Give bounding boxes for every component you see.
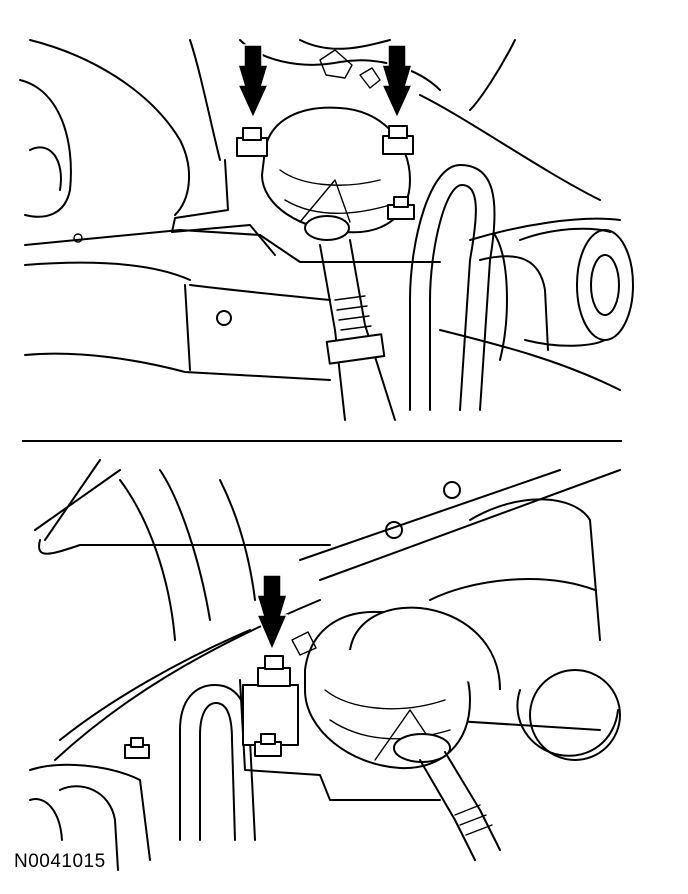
bolt-lower-top [257, 655, 291, 687]
bolt-lower-left [124, 737, 150, 759]
lower-panel [29, 459, 621, 871]
bolt-upper-right [382, 125, 414, 155]
figure-id: N0041015 [14, 851, 106, 872]
bolt-lower-bottom [254, 733, 282, 757]
arrow-icon [380, 44, 414, 120]
bolt-upper-lower [387, 196, 415, 220]
bolt-upper-left [236, 127, 268, 157]
arrow-icon [255, 574, 289, 652]
arrow-icon [236, 44, 270, 120]
upper-panel [19, 39, 634, 421]
